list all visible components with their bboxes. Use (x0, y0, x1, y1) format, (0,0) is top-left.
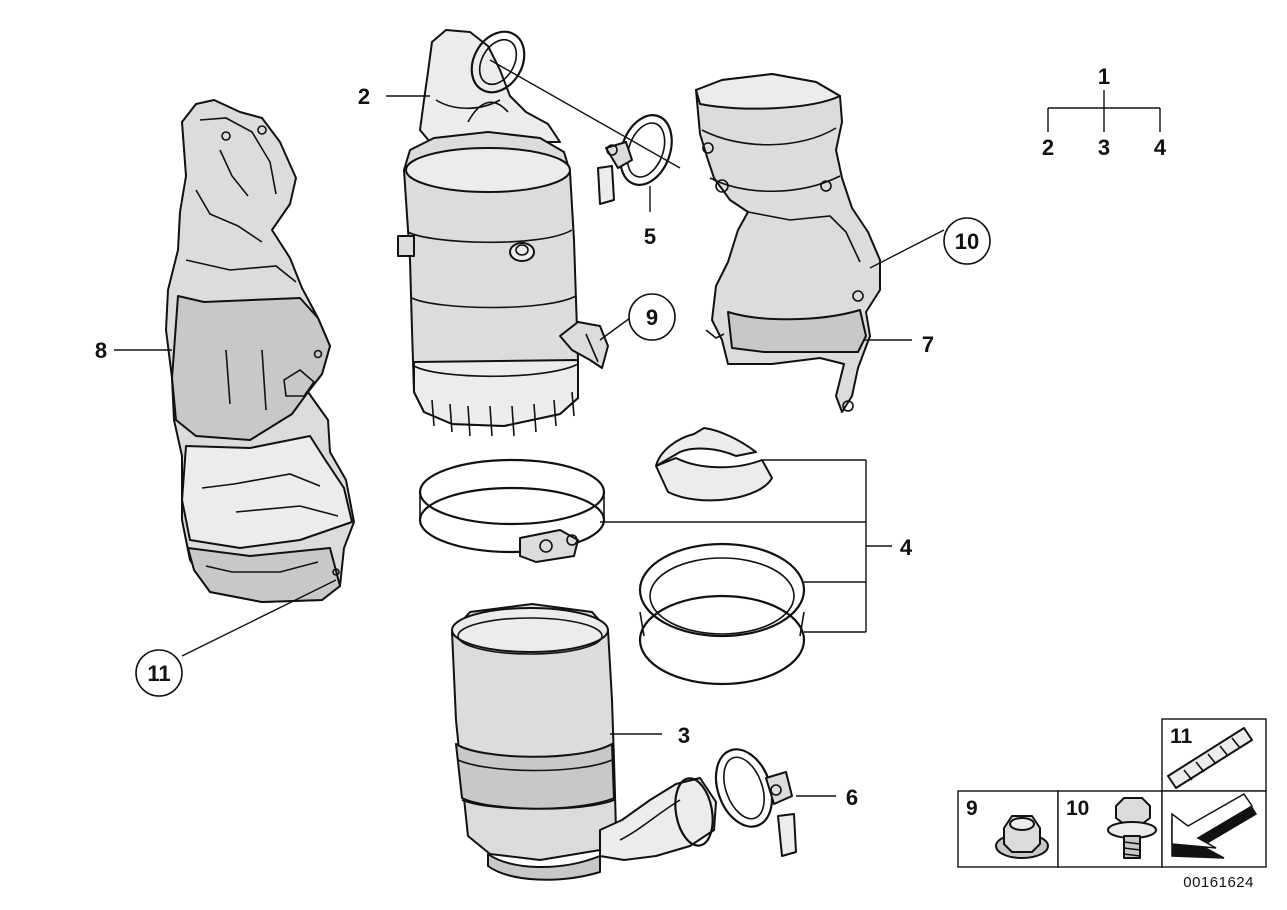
particulate-filter-part-2[interactable] (397, 22, 609, 437)
legend-label-11: 11 (1170, 725, 1193, 748)
hierarchy-child-label: 3 (1098, 135, 1110, 160)
clamp-part-6[interactable] (706, 742, 797, 857)
label-part-3: 3 (678, 723, 690, 748)
label-part-7: 7 (922, 332, 934, 357)
leader-lines (114, 59, 1161, 797)
legend-label-9: 9 (966, 797, 978, 820)
clamp-part-5[interactable] (597, 108, 681, 205)
catalytic-converter-part-3[interactable] (451, 603, 718, 881)
flange-nut-icon (995, 815, 1049, 859)
callout-circle-9 (628, 293, 676, 341)
label-part-9: 9 (646, 305, 658, 330)
label-part-10: 10 (955, 229, 979, 254)
hierarchy-child-label: 4 (1154, 135, 1167, 160)
label-part-2: 2 (358, 84, 370, 109)
label-part-11: 11 (147, 661, 170, 686)
hierarchy-child-label: 2 (1042, 135, 1054, 160)
stud-icon (1167, 727, 1253, 789)
heat-shield-part-7[interactable] (695, 73, 881, 413)
hierarchy-parent-label: 1 (1098, 64, 1110, 89)
label-part-5: 5 (644, 224, 656, 249)
sealing-rings[interactable] (638, 542, 806, 686)
direction-arrow-icon (1171, 793, 1258, 859)
gasket-c-shape[interactable] (655, 427, 773, 502)
heat-shield-part-8[interactable] (165, 99, 355, 603)
legend-table: 11 9 10 (957, 718, 1267, 868)
label-part-8: 8 (95, 338, 107, 363)
label-part-4: 4 (900, 535, 913, 560)
legend-label-10: 10 (1066, 797, 1089, 820)
v-band-clamp[interactable] (418, 458, 606, 563)
callout-circle-11 (135, 649, 183, 697)
hex-bolt-icon (1107, 797, 1157, 859)
label-part-6: 6 (846, 785, 858, 810)
document-number: 00161624 (1183, 874, 1254, 891)
callout-circle-10 (943, 217, 991, 265)
